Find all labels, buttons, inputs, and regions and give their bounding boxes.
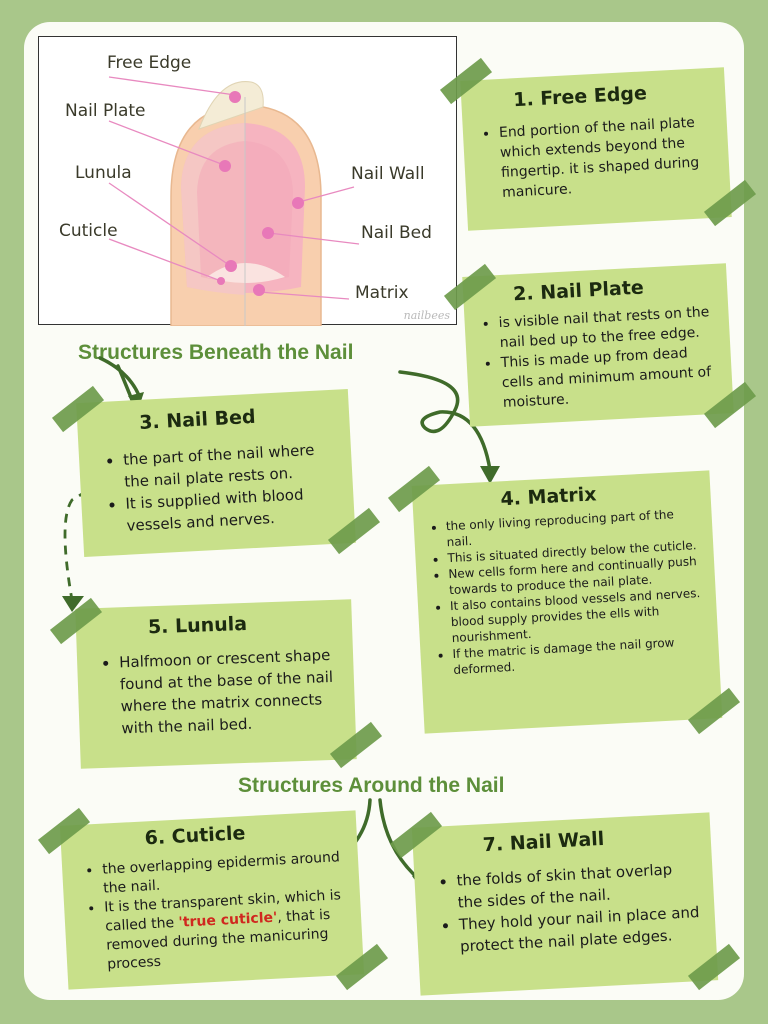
- watermark-logo: nailbees: [403, 309, 450, 322]
- true-cuticle-highlight: 'true cuticle': [178, 909, 278, 931]
- card-bullet: Halfmoon or crescent shape found at the …: [119, 644, 342, 740]
- card-nail-wall: 7. Nail Wall the folds of skin that over…: [411, 812, 719, 996]
- label-lunula: Lunula: [75, 163, 132, 183]
- card-cuticle: 6. Cuticle the overlapping epidermis aro…: [59, 810, 365, 990]
- section-title-around: Structures Around the Nail: [238, 774, 505, 797]
- card-title-lunula: 5. Lunula: [147, 612, 248, 639]
- card-title-nail-bed: 3. Nail Bed: [138, 405, 257, 434]
- label-nail-bed: Nail Bed: [361, 223, 432, 243]
- nail-anatomy-diagram: Free Edge Nail Plate Lunula Cuticle Nail…: [38, 36, 457, 326]
- label-free-edge: Free Edge: [107, 53, 192, 73]
- card-title-nail-wall: 7. Nail Wall: [482, 827, 605, 857]
- card-bullet: It is the transparent skin, which is cal…: [104, 886, 350, 975]
- label-nail-wall: Nail Wall: [351, 164, 425, 184]
- card-lunula: 5. Lunula Halfmoon or crescent shape fou…: [75, 599, 357, 769]
- card-matrix: 4. Matrix the only living reproducing pa…: [411, 470, 723, 734]
- card-title-free-edge: 1. Free Edge: [512, 82, 648, 112]
- card-title-matrix: 4. Matrix: [499, 483, 597, 511]
- card-bullet: This is made up from dead cells and mini…: [500, 342, 719, 413]
- label-nail-plate: Nail Plate: [65, 101, 146, 121]
- card-title-cuticle: 6. Cuticle: [144, 822, 246, 850]
- card-nail-bed: 3. Nail Bed the part of the nail where t…: [76, 388, 356, 558]
- card-nail-plate: 2. Nail Plate is visible nail that rests…: [462, 263, 734, 427]
- nail-illustration: [108, 76, 360, 326]
- section-title-beneath: Structures Beneath the Nail: [78, 341, 354, 364]
- label-cuticle: Cuticle: [59, 221, 118, 241]
- label-matrix: Matrix: [355, 283, 409, 303]
- card-bullet: End portion of the nail plate which exte…: [499, 112, 717, 203]
- card-title-nail-plate: 2. Nail Plate: [512, 276, 645, 306]
- card-free-edge: 1. Free Edge End portion of the nail pla…: [460, 67, 732, 231]
